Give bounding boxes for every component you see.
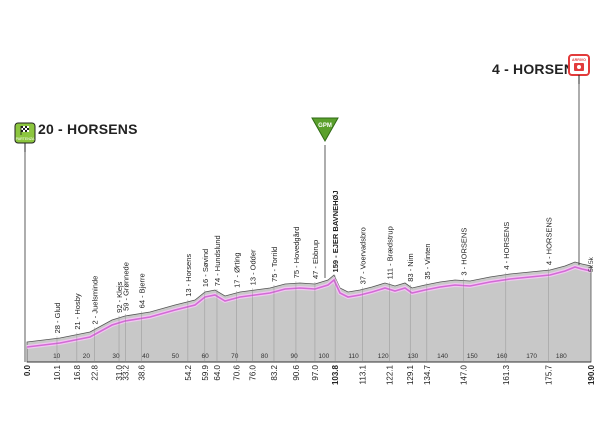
town-distance-label: 59.9 (201, 364, 210, 380)
km-marker-label: 120 (378, 353, 389, 360)
finish-town-label: 4 - HORSENS (492, 61, 584, 77)
town-label: 3 - HORSENS (459, 228, 468, 276)
town-label: 13 - Odder (249, 249, 258, 285)
town-label: 74 - Hundslund (213, 235, 222, 286)
km-marker-label: 60 (201, 353, 209, 360)
km-marker-label: 140 (437, 353, 448, 360)
town-label: 21 - Hosby (73, 293, 82, 330)
town-label: 4 - HORSENS (502, 222, 511, 270)
town-distance-label: 122.1 (385, 364, 394, 385)
town-distance-label: 97.0 (311, 364, 320, 380)
town-label: 2 - Juelsminde (91, 276, 100, 325)
town-label: 47 - Ebbrup (311, 240, 320, 279)
town-distance-label: 147.0 (459, 364, 468, 385)
town-label: 83 - Nim (406, 253, 415, 281)
final-km-mark: 5k (588, 256, 595, 264)
final-km-mark: 5k (588, 264, 595, 272)
km-marker-label: 20 (83, 353, 91, 360)
km-marker-label: 110 (348, 353, 359, 360)
town-label: 92 - Klejs (115, 281, 124, 313)
km-marker-label: 30 (112, 353, 120, 360)
town-distance-label: 113.1 (359, 364, 368, 384)
finish-distance-label: 190.0 (587, 364, 596, 385)
town-distance-label: 33.2 (122, 364, 131, 380)
town-distance-label: 90.6 (292, 364, 301, 380)
km-marker-label: 100 (318, 353, 329, 360)
km-marker-label: 10 (53, 353, 61, 360)
town-distance-label: 31.0 (115, 364, 124, 380)
town-distance-label: 54.2 (184, 364, 193, 380)
town-label: 159 - EJER BAVNEHØJ (331, 190, 340, 272)
km-marker-label: 50 (172, 353, 180, 360)
town-distance-label: 38.6 (138, 364, 147, 380)
town-label: 17 - Ørting (233, 252, 242, 287)
town-label: 75 - Torrild (270, 247, 279, 282)
town-label: 13 - Horsens (184, 254, 193, 297)
town-label: 37 - Voervadsbro (359, 227, 368, 284)
km-marker-label: 180 (556, 353, 567, 360)
finish-badge-text: ARRIVO (572, 58, 586, 62)
start-distance-label: 0.0 (23, 364, 32, 376)
start-flag-icon: PARTENZA (14, 122, 36, 152)
km-marker-label: 160 (497, 353, 508, 360)
town-distance-label: 83.2 (270, 364, 279, 380)
town-label: 111 - Brædstrup (385, 226, 394, 279)
town-distance-label: 76.0 (249, 364, 258, 380)
town-label: 59 - Grønnede (122, 262, 131, 311)
town-distance-label: 64.0 (213, 364, 222, 380)
town-distance-label: 134.7 (423, 364, 432, 385)
town-distance-label: 10.1 (53, 364, 62, 380)
town-distance-label: 22.8 (91, 364, 100, 380)
town-label: 16 - Søvind (201, 249, 210, 287)
finish-flag-icon: ARRIVO (568, 54, 592, 84)
town-distance-label: 129.1 (406, 364, 415, 385)
km-marker-label: 70 (231, 353, 239, 360)
gpm-text: GPM (318, 123, 332, 129)
start-badge-text: PARTENZA (16, 137, 35, 141)
km-marker-label: 130 (407, 353, 418, 360)
gpm-climb-icon: GPM (311, 117, 339, 147)
start-town-label: 20 - HORSENS (38, 121, 138, 137)
km-marker-label: 40 (142, 353, 150, 360)
km-marker-label: 90 (291, 353, 299, 360)
town-label: 28 - Glud (53, 303, 62, 334)
town-label: 35 - Vinten (423, 243, 432, 279)
town-distance-label: 70.6 (233, 364, 242, 380)
town-label: 75 - Hovedgård (292, 227, 301, 279)
town-distance-label: 16.8 (73, 364, 82, 380)
town-distance-label: 103.8 (331, 364, 340, 385)
km-marker-label: 170 (526, 353, 537, 360)
km-marker-label: 80 (261, 353, 269, 360)
town-distance-label: 161.3 (502, 364, 511, 385)
route-line (26, 266, 592, 348)
town-label: 64 - Bjerre (138, 273, 147, 308)
town-distance-label: 175.7 (545, 364, 554, 385)
town-label: 4 - HORSENS (545, 217, 554, 265)
km-marker-label: 150 (467, 353, 478, 360)
profile-elevation-area (26, 261, 592, 363)
